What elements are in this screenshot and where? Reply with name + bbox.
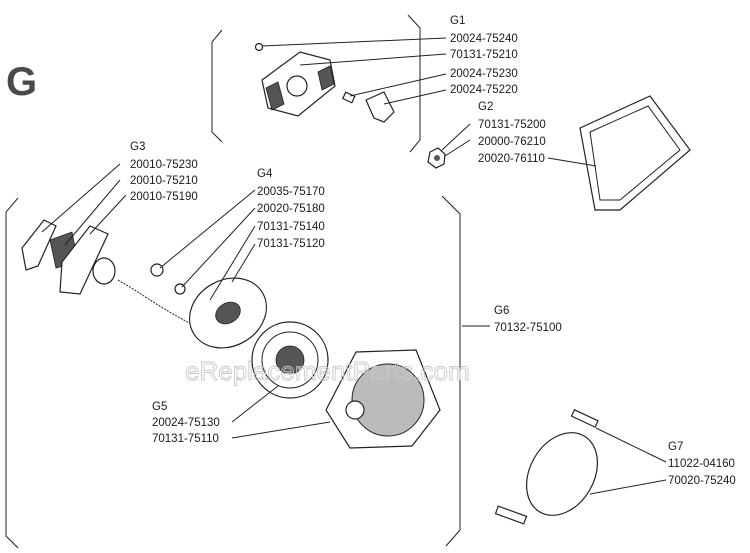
g3-code-1: 20010-75230 bbox=[130, 159, 198, 171]
g3-spring-plate bbox=[59, 225, 109, 295]
g7-bolt-upper bbox=[570, 408, 599, 428]
g6-label: G6 bbox=[494, 305, 509, 317]
g7-code-1: 11022-04160 bbox=[668, 458, 735, 470]
g2-code-1: 70131-75200 bbox=[478, 119, 546, 131]
leader-g3-3 bbox=[89, 194, 127, 235]
g4-code-1: 20035-75170 bbox=[257, 186, 325, 198]
g2-code-3: 20020-76110 bbox=[478, 153, 545, 165]
g1-code-2: 70131-75210 bbox=[450, 49, 518, 61]
g1-clutch-slot bbox=[265, 81, 285, 111]
g3-code-2: 20010-75210 bbox=[130, 175, 198, 187]
g5-code-1: 20024-75130 bbox=[152, 417, 220, 429]
leader-g4-4 bbox=[231, 243, 256, 283]
g4-code-4: 70131-75120 bbox=[257, 238, 325, 250]
g1-right-bracket bbox=[407, 14, 421, 153]
g6-housing-bowl bbox=[351, 363, 425, 437]
leader-g5-2 bbox=[231, 421, 331, 439]
leader-g2-2 bbox=[444, 139, 471, 157]
leader-g2-1 bbox=[441, 123, 471, 151]
leader-g1-2 bbox=[299, 53, 447, 66]
g1-clutch-hub bbox=[286, 75, 308, 97]
leader-g5-1 bbox=[231, 385, 279, 423]
group-brackets bbox=[5, 14, 461, 549]
g5-spring-coil-inner bbox=[275, 345, 305, 375]
leader-lines bbox=[41, 37, 667, 495]
leader-g1-3 bbox=[349, 73, 447, 97]
leader-g1-4 bbox=[383, 89, 447, 105]
g1-clutch-shoe bbox=[317, 65, 335, 91]
g7-parts bbox=[494, 408, 599, 525]
g2-gasket-outer bbox=[579, 95, 691, 211]
g7-gasket bbox=[526, 432, 598, 516]
g2-gasket-inner bbox=[589, 105, 681, 201]
g1-label: G1 bbox=[450, 15, 465, 27]
g4-pulley-assembly bbox=[150, 263, 267, 349]
g1-code-4: 20024-75220 bbox=[450, 84, 518, 96]
g3-label: G3 bbox=[130, 141, 145, 153]
leader-g4-2 bbox=[181, 207, 256, 288]
leader-g7-1 bbox=[595, 427, 667, 463]
g6-starter-housing bbox=[325, 349, 441, 449]
g1-washer bbox=[254, 42, 264, 52]
g4-screw bbox=[150, 263, 164, 277]
g4-code-3: 70131-75140 bbox=[257, 221, 325, 233]
g1-left-bracket bbox=[211, 29, 223, 143]
g7-code-2: 70020-75240 bbox=[668, 475, 736, 487]
section-letter: G bbox=[6, 60, 37, 104]
leader-g4-3 bbox=[209, 225, 256, 301]
g4-label: G4 bbox=[257, 168, 273, 180]
g5-code-2: 70131-75110 bbox=[152, 433, 219, 445]
leader-g7-2 bbox=[589, 479, 667, 495]
g2-nut-hole bbox=[434, 155, 440, 161]
labels: G1 20024-75240 70131-75210 20024-75230 2… bbox=[130, 15, 736, 487]
g2-label: G2 bbox=[478, 101, 493, 113]
leader-g1-1 bbox=[261, 37, 447, 47]
watermark: eReplacementParts.com bbox=[185, 356, 470, 386]
g3-code-3: 20010-75190 bbox=[130, 191, 198, 203]
g3-starter-parts bbox=[21, 219, 116, 295]
g1-code-3: 20024-75230 bbox=[450, 68, 518, 80]
g1-spark-boot bbox=[365, 91, 395, 123]
g3-spring-case bbox=[92, 257, 116, 285]
g6-right-bracket bbox=[441, 195, 461, 547]
g5-spring-assembly bbox=[251, 321, 329, 399]
g5-label: G5 bbox=[152, 401, 167, 413]
g7-bolt-lower bbox=[494, 505, 528, 525]
g6-code-1: 70132-75100 bbox=[494, 322, 562, 334]
leader-g3-2 bbox=[64, 179, 121, 246]
g1-code-1: 20024-75240 bbox=[450, 33, 518, 45]
starter-rope bbox=[117, 279, 201, 329]
g3-left-bracket bbox=[5, 197, 19, 549]
g4-pulley-hub bbox=[215, 301, 241, 325]
g2-code-2: 20000-76210 bbox=[478, 136, 546, 148]
g7-label: G7 bbox=[668, 441, 683, 453]
g6-boss bbox=[345, 400, 365, 420]
g1-pin bbox=[341, 91, 356, 104]
g5-spring-coil-outer bbox=[261, 331, 319, 389]
g2-cover-assembly bbox=[427, 95, 691, 211]
g1-clutch-assembly bbox=[254, 42, 395, 123]
leader-g2-3 bbox=[547, 157, 597, 167]
leader-g4-1 bbox=[159, 189, 256, 269]
g4-code-2: 20020-75180 bbox=[257, 203, 325, 215]
g3-cover-plate bbox=[21, 219, 57, 271]
leader-g3-1 bbox=[41, 163, 121, 233]
